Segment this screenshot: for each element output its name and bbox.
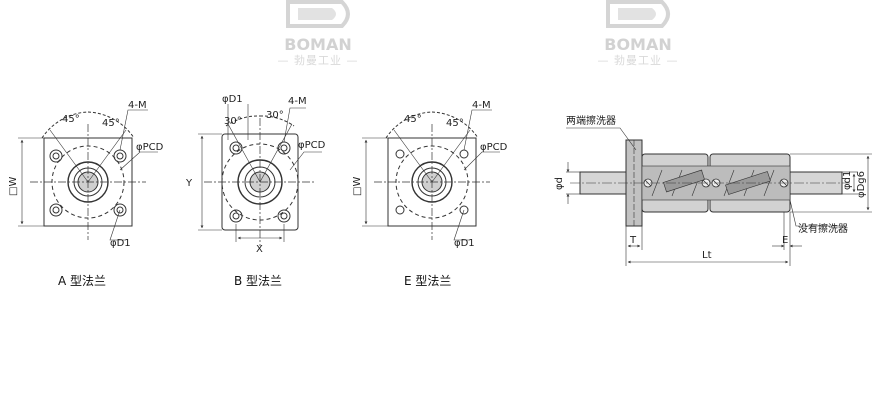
- flange-e-angle-left: 45°: [404, 114, 422, 125]
- watermark-brand: BOMAN: [284, 35, 352, 54]
- phi-d-label: φd: [554, 177, 565, 190]
- flange-e-view: [362, 109, 500, 241]
- flange-b-x-label: X: [256, 244, 263, 255]
- flange-a-caption: A 型法兰: [58, 274, 106, 288]
- boman-logo-icon: [606, 0, 670, 28]
- flange-b-holes-label: 4-M: [288, 96, 307, 107]
- watermark-subtitle: — 勃曼工业 —: [278, 54, 359, 67]
- phi-d1-label: φd1: [842, 171, 853, 190]
- flange-e-pcd-label: φPCD: [480, 142, 508, 153]
- wiper-both-label: 两端擦洗器: [566, 114, 616, 127]
- phi-dg6-label: φDg6: [856, 171, 867, 198]
- watermark-right: BOMAN — 勃曼工业 —: [598, 0, 679, 67]
- flange-a-pcd-label: φPCD: [136, 142, 164, 153]
- watermark-brand: BOMAN: [604, 35, 672, 54]
- flange-e-d1-label: φD1: [454, 238, 475, 249]
- boman-logo-icon: [286, 0, 350, 28]
- watermark-left: BOMAN — 勃曼工业 —: [278, 0, 359, 67]
- flange-b-pcd-label: φPCD: [298, 140, 326, 151]
- flange-b-angle-right: 30°: [266, 110, 284, 121]
- flange-a-angle-left: 45°: [62, 114, 80, 125]
- lt-label: Lt: [702, 250, 712, 261]
- flange-a-d1-label: φD1: [110, 238, 131, 249]
- flange-e-angle-right: 45°: [446, 118, 464, 129]
- flange-a-holes-label: 4-M: [128, 100, 147, 111]
- watermark-subtitle: — 勃曼工业 —: [598, 54, 679, 67]
- flange-a-bolt-holes: [49, 149, 127, 217]
- flange-a-view: [18, 109, 158, 241]
- flange-e-holes-label: 4-M: [472, 100, 491, 111]
- flange-e-caption: E 型法兰: [404, 274, 451, 288]
- flange-b-angle-left: 30°: [224, 116, 242, 127]
- flange-a-angle-right: 45°: [102, 118, 120, 129]
- flange-b-caption: B 型法兰: [234, 274, 282, 288]
- flange-b-view: [198, 104, 322, 246]
- e-label: E: [782, 235, 788, 246]
- flange-e-w-label: □W: [352, 177, 363, 196]
- t-label: T: [629, 235, 637, 246]
- flange-b-y-label: Y: [185, 178, 193, 189]
- side-view: [566, 127, 872, 266]
- no-wiper-label: 没有擦洗器: [798, 222, 848, 235]
- flange-b-d1-label: φD1: [222, 94, 243, 105]
- flange-a-w-label: □W: [8, 177, 19, 196]
